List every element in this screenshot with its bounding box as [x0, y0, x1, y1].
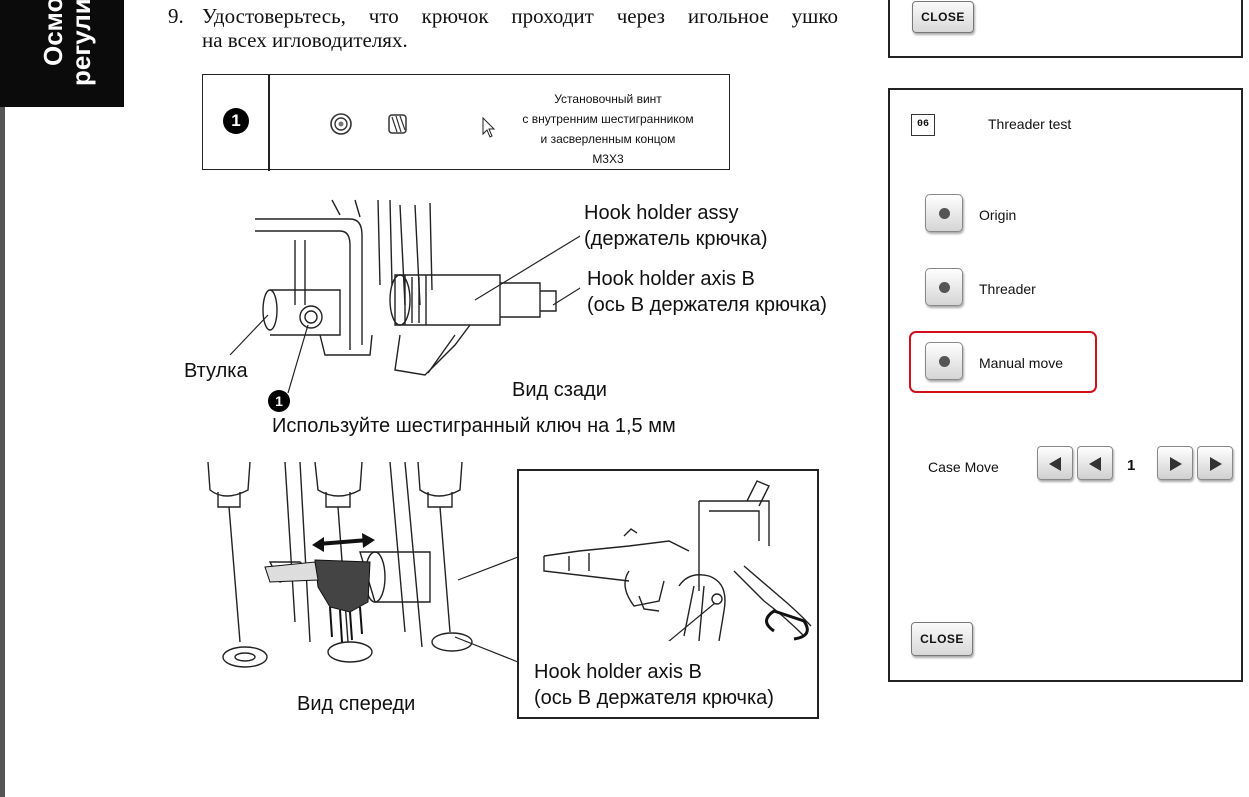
- set-screw-top-icon: [330, 113, 352, 135]
- front-view-illustration: [207, 462, 519, 668]
- parts-table-divider: [268, 75, 270, 171]
- label-hook-holder-assy-ru: (держатель крючка): [584, 228, 768, 250]
- manual-move-radio-button[interactable]: [925, 342, 963, 380]
- section-tab-line1: Осмо: [38, 0, 68, 66]
- inset-illustration: [543, 480, 812, 641]
- close-button[interactable]: CLOSE: [912, 1, 974, 33]
- selected-highlight: [909, 331, 1097, 393]
- label-hook-holder-axis-ru: (ось B держателя крючка): [587, 294, 827, 316]
- part-desc-line: Установочный винт: [554, 92, 662, 106]
- radio-dot-icon: [939, 282, 950, 293]
- case-move-first-button[interactable]: [1037, 446, 1073, 480]
- step-number: 9.: [168, 4, 184, 28]
- section-tab: Осмо регули: [0, 0, 124, 107]
- origin-radio-button[interactable]: [925, 194, 963, 232]
- part-desc-line: M3X3: [592, 152, 624, 166]
- radio-dot-icon: [939, 208, 950, 219]
- case-value: 1: [1127, 457, 1136, 474]
- case-move-next-button[interactable]: [1157, 446, 1193, 480]
- part-desc-line: с внутренним шестигранником: [522, 112, 694, 126]
- arrow-left-icon: [1089, 457, 1101, 471]
- front-view-caption: Вид спереди: [297, 693, 416, 715]
- threader-test-panel: 06 Threader test Origin Threader Manual …: [888, 88, 1243, 682]
- inset-detail-box: Hook holder axis B (ось B держателя крюч…: [517, 469, 819, 719]
- radio-dot-icon: [939, 356, 950, 367]
- previous-screen-panel: CLOSE: [888, 0, 1243, 58]
- manual-move-label: Manual move: [979, 355, 1064, 371]
- parts-table: 1 Установочный винт с внутренним шестигр…: [202, 74, 730, 171]
- case-move-prev-button[interactable]: [1077, 446, 1113, 480]
- origin-label: Origin: [979, 207, 1017, 223]
- close-button[interactable]: CLOSE: [911, 622, 973, 656]
- callout-badge: 1: [268, 390, 290, 412]
- arrow-right-icon: [1170, 457, 1182, 471]
- section-tab-line2: регули: [66, 0, 96, 86]
- step-text-line2: на всех игловодителях.: [202, 28, 408, 52]
- step-text-line1: Удостоверьтесь, что крючок проходит чере…: [202, 4, 838, 28]
- inset-label-axis-ru: (ось B держателя крючка): [534, 687, 774, 709]
- hex-key-note: Используйте шестигранный ключ на 1,5 мм: [272, 415, 676, 437]
- panel-title: Threader test: [988, 116, 1072, 132]
- page-edge-rule: [0, 107, 5, 797]
- screen-code-box: 06: [911, 114, 935, 136]
- label-hook-holder-axis: Hook holder axis B: [587, 268, 755, 290]
- mouse-cursor-icon: [482, 117, 496, 138]
- label-bushing: Втулка: [184, 360, 248, 382]
- set-screw-side-icon: [388, 114, 407, 134]
- rear-view-caption: Вид сзади: [512, 379, 607, 401]
- part-number-badge: 1: [223, 108, 249, 134]
- case-move-last-button[interactable]: [1197, 446, 1233, 480]
- part-desc-line: и засверленным концом: [540, 132, 676, 146]
- arrow-right-icon: [1210, 457, 1222, 471]
- label-hook-holder-assy: Hook holder assy: [584, 202, 739, 224]
- part-description: Установочный винт с внутренним шестигран…: [503, 89, 713, 169]
- arrow-left-icon: [1049, 457, 1061, 471]
- threader-label: Threader: [979, 281, 1036, 297]
- rear-view-illustration: [229, 199, 580, 394]
- inset-label-axis: Hook holder axis B: [534, 661, 702, 683]
- threader-radio-button[interactable]: [925, 268, 963, 306]
- case-move-label: Case Move: [928, 459, 999, 475]
